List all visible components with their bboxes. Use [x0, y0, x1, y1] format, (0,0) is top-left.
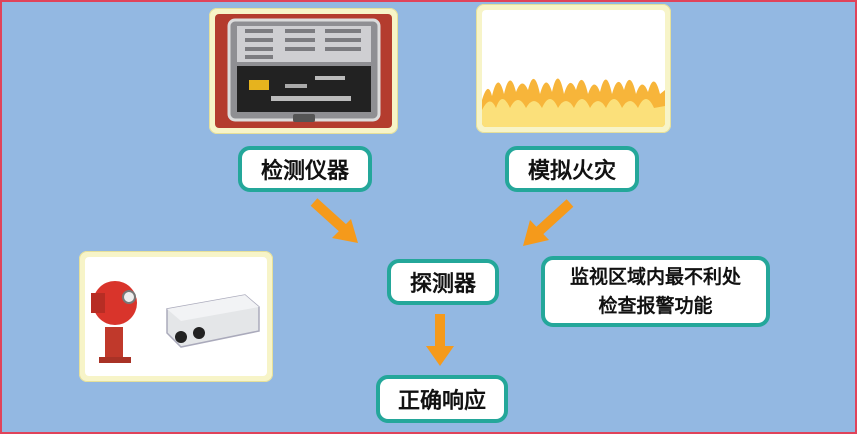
detector-photo-frame	[79, 251, 273, 382]
flame-photo-frame	[476, 4, 671, 133]
test-kit-case-image	[215, 14, 392, 128]
note-line-1: 监视区域内最不利处	[569, 265, 741, 288]
arrow-icon	[426, 314, 454, 366]
flame-image	[482, 10, 665, 127]
detector-label: 探测器	[387, 259, 499, 305]
note-line-2: 检查报警功能	[598, 294, 713, 317]
test-kit-photo-frame	[209, 8, 398, 134]
instrument-label: 检测仪器	[238, 146, 372, 192]
arrow-icon	[310, 198, 358, 243]
arrow-icon	[523, 199, 574, 246]
response-label: 正确响应	[376, 375, 508, 423]
flame-detector-image	[85, 257, 267, 376]
note-box: 监视区域内最不利处 检查报警功能	[541, 256, 770, 327]
fire-label: 模拟火灾	[505, 146, 639, 192]
